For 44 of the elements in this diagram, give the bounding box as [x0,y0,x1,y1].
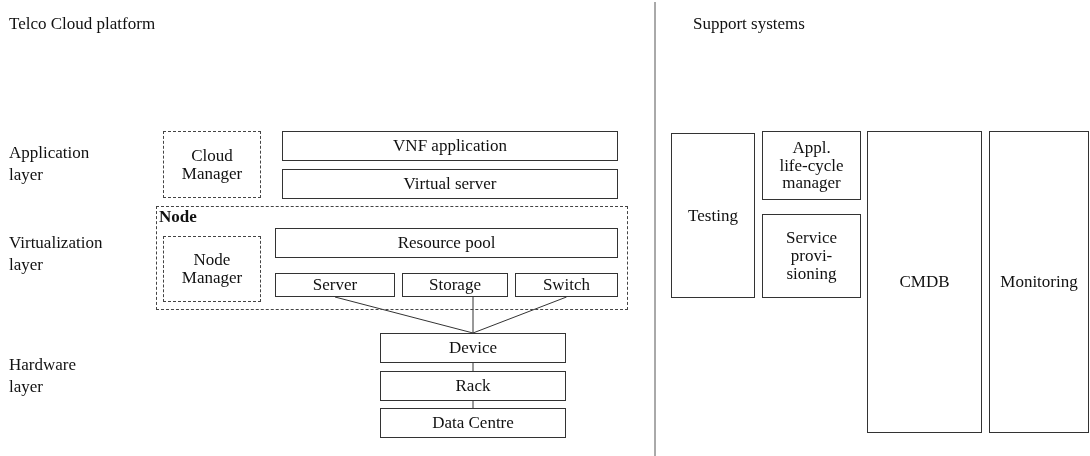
connector-line [472,296,567,334]
hardware-box [380,408,566,438]
layer-label: Application layer [9,142,91,187]
component-box [402,273,508,297]
manager-box [163,131,261,198]
component-box [275,273,395,297]
box-label: Node Manager [180,251,244,287]
box-label: Data Centre [432,414,514,432]
connector-line [472,400,474,409]
manager-box [163,236,261,302]
system-box [989,131,1089,433]
section-title: Support systems [693,13,805,35]
box-label: Virtual server [403,175,497,193]
group-heading: Node [159,208,197,226]
layer-label: Hardware layer [9,354,77,399]
box-label: VNF application [393,137,507,155]
system-box [762,131,861,200]
connector-line [472,362,474,372]
hardware-box [380,333,566,363]
system-box [671,133,755,298]
box-label: Switch [542,276,591,294]
system-box [762,214,861,298]
layer-box [282,169,618,199]
box-label: Device [448,339,498,357]
box-label: Cloud Manager [180,146,244,183]
box-label: Appl. life-cycle manager [778,138,845,193]
box-label: CMDB [899,273,950,291]
resource-box [275,228,618,258]
layer-label: Virtualization layer [9,232,104,277]
box-label: Rack [455,377,491,395]
system-box [867,131,982,433]
box-label: Monitoring [1000,273,1078,291]
connector-line [334,296,474,334]
layer-box [282,131,618,161]
section-title: Telco Cloud platform [9,13,156,35]
box-label: Testing [688,206,738,225]
box-label: Resource pool [397,234,496,252]
hardware-box [380,371,566,401]
connector-line [472,296,474,334]
node-group [156,206,628,310]
box-label: Storage [429,276,481,294]
box-label: Server [312,276,358,294]
component-box [515,273,618,297]
box-label: Service provi- sioning [785,229,838,283]
